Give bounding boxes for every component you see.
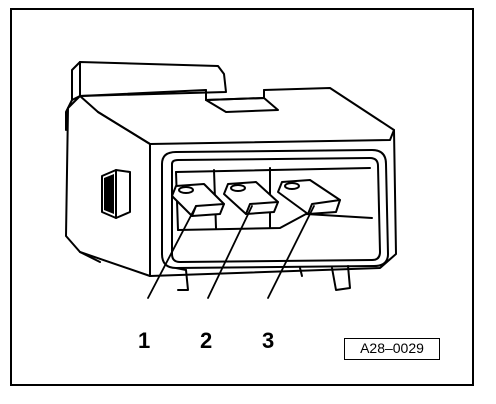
callout-3: 3 (262, 328, 275, 353)
pin-2 (223, 181, 279, 215)
connector-housing (65, 87, 397, 277)
rear-flange (65, 61, 227, 131)
pin-3 (277, 179, 341, 215)
pin-1 (171, 183, 225, 217)
callout-2: 2 (200, 328, 213, 353)
latch-tab (101, 169, 131, 219)
figure-id-label: A28–0029 (344, 338, 440, 360)
leader-line-2 (207, 205, 253, 299)
leader-line-3 (267, 205, 315, 299)
leader-line-1 (147, 205, 197, 299)
housing-feet (175, 265, 351, 291)
latch-tab-shadow (104, 174, 114, 214)
leader-lines (147, 205, 315, 299)
callout-1: 1 (138, 328, 151, 353)
